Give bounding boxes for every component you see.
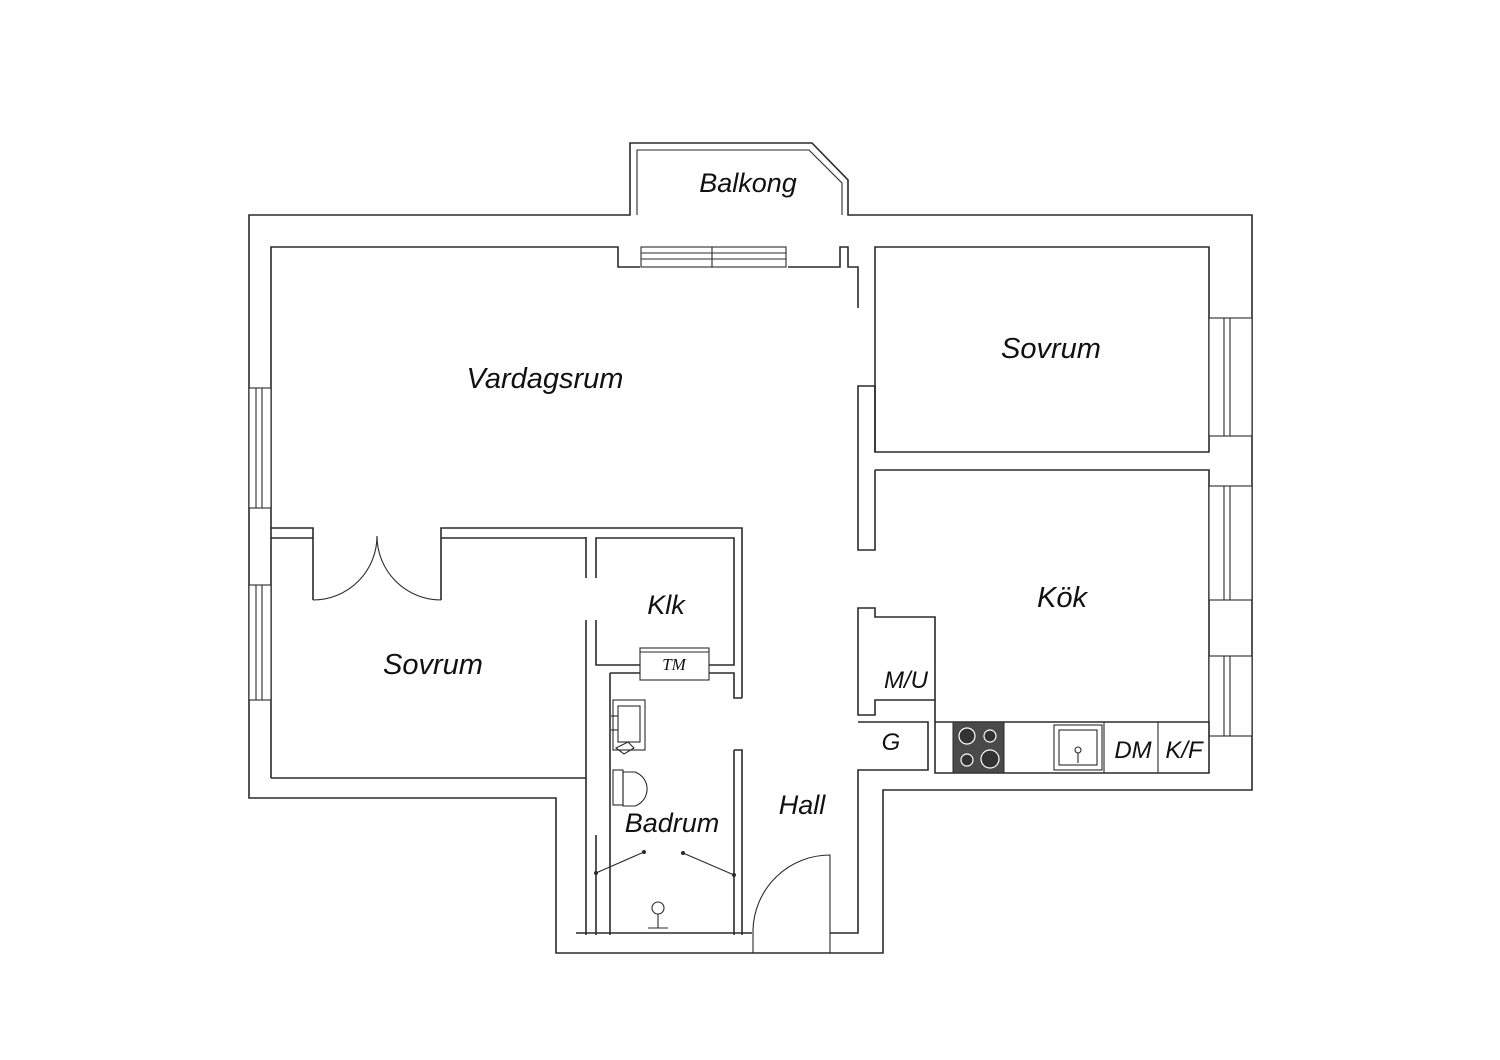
fixture-label-microwave: M/U — [884, 667, 929, 694]
fixture-label-wardrobe: G — [882, 729, 901, 756]
sink-icon — [1053, 724, 1103, 771]
room-label-hall: Hall — [779, 790, 827, 820]
toilet-icon — [612, 769, 648, 807]
washbasin-icon — [611, 699, 646, 755]
washer-dryer-label: TM — [662, 655, 686, 674]
room-labels: Balkong Vardagsrum Sovrum Sovrum Kök Klk… — [383, 168, 1204, 838]
room-label-bedroom-right: Sovrum — [1001, 333, 1101, 365]
room-label-bathroom: Badrum — [625, 808, 720, 838]
fixtures: TM — [594, 647, 1103, 929]
fixture-label-fridge-freezer: K/F — [1165, 737, 1204, 764]
doors — [312, 535, 831, 953]
shower-icon — [594, 850, 736, 929]
room-label-bedroom-left: Sovrum — [383, 649, 483, 681]
room-label-closet: Klk — [647, 590, 686, 620]
stove-icon — [952, 721, 1005, 774]
interior-walls — [271, 527, 1210, 935]
fixture-label-dishwasher: DM — [1114, 737, 1151, 764]
windows — [248, 246, 1253, 737]
room-label-kitchen: Kök — [1037, 582, 1088, 614]
room-label-balcony: Balkong — [699, 168, 797, 198]
washer-dryer — [639, 647, 710, 681]
room-label-living-room: Vardagsrum — [467, 363, 624, 395]
